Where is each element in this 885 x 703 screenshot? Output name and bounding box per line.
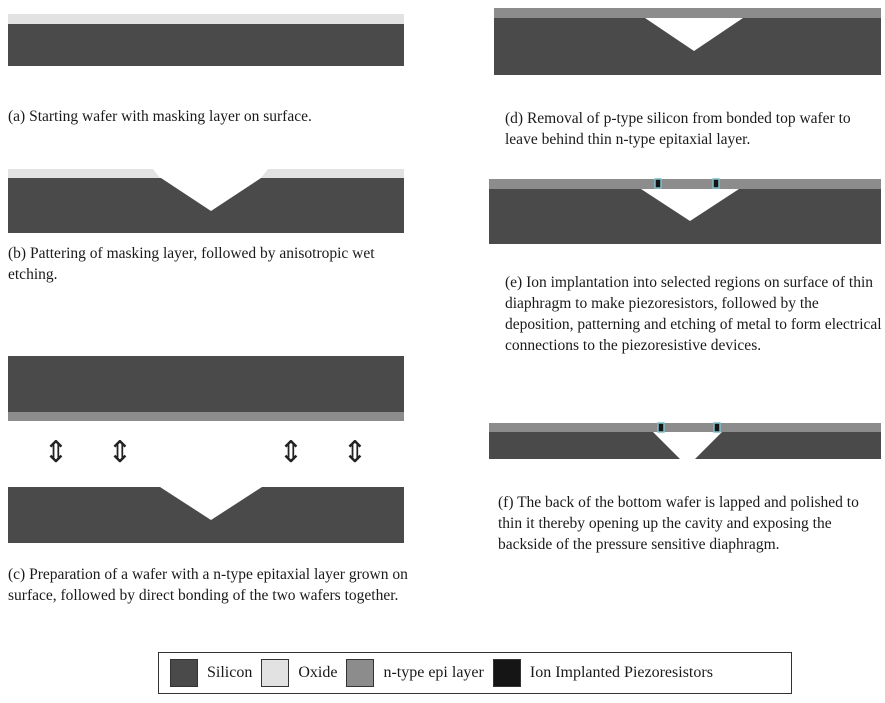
caption-c: (c) Preparation of a wafer with a n-type… [8,566,408,604]
epi-layer [494,8,881,18]
legend-label: Oxide [298,664,338,681]
step-c-top-wafer [8,356,404,421]
oxide-layer [8,169,160,178]
step-d-wafer [494,8,881,75]
epi-layer [489,179,881,189]
silicon-wafer-etched [489,189,881,244]
silicon-wafer [8,24,404,66]
step-f-wafer [489,422,881,459]
epi-layer [8,412,404,421]
step-b-wafer [8,169,404,233]
arrow: ⇕ [278,435,303,470]
caption-e: (e) Ion implantation into selected regio… [505,274,882,354]
legend-item-oxide: Oxide [261,659,337,687]
legend-swatch-piezoresistors [492,659,521,687]
legend-item-epi: n-type epi layer [346,659,484,687]
silicon-wafer-left [489,432,680,459]
silicon-wafer-right [695,432,881,459]
arrow: ⇕ [43,435,68,470]
piezoresistor [713,422,721,433]
caption-d: (d) Removal of p-type silicon from bonde… [505,110,851,148]
piezoresistor [712,178,720,189]
piezoresistor [654,178,662,189]
silicon-wafer [8,356,404,412]
step-c-bottom-wafer [8,487,404,543]
caption-b: (b) Pattering of masking layer, followed… [8,245,375,283]
caption-f: (f) The back of the bottom wafer is lapp… [498,494,859,553]
epi-layer [489,423,881,432]
legend-swatch-oxide [261,659,290,687]
arrow: ⇕ [107,435,132,470]
arrow: ⇕ [342,435,367,470]
silicon-wafer-etched [8,487,404,543]
caption-a: (a) Starting wafer with masking layer on… [8,108,312,125]
legend-item-silicon: Silicon [170,659,252,687]
legend-swatch-silicon [170,659,198,687]
silicon-wafer-etched [494,18,881,75]
legend: Silicon Oxide n-type epi layer Ion Impla… [158,652,792,694]
bonding-arrows: ⇕ ⇕ ⇕ ⇕ [43,435,367,470]
legend-label: n-type epi layer [383,664,484,681]
piezoresistor [657,422,665,433]
legend-label: Silicon [207,664,253,681]
oxide-layer [261,169,404,178]
legend-item-piezoresistors: Ion Implanted Piezoresistors [492,659,713,687]
step-a-wafer [8,14,404,66]
legend-swatch-epi [346,659,375,687]
silicon-wafer-etched [8,178,404,233]
step-e-wafer [489,178,881,244]
oxide-layer [8,14,404,24]
legend-label: Ion Implanted Piezoresistors [529,664,713,681]
